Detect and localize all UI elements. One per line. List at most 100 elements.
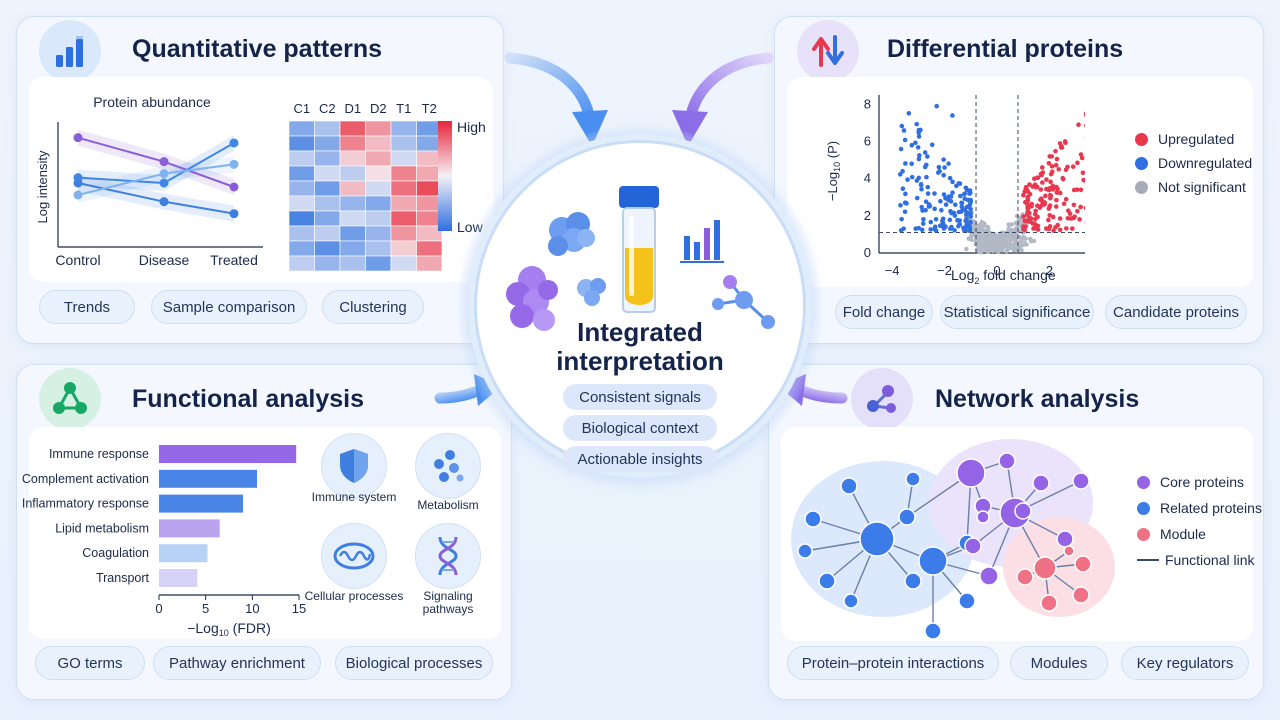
point-downregulated [952, 213, 958, 218]
series-band [78, 175, 234, 222]
point-downregulated [947, 217, 953, 223]
center-title: Integrated interpretation [474, 318, 806, 376]
tag-trends[interactable]: Trends [39, 290, 135, 324]
point-downregulated [928, 219, 934, 225]
related-protein-node [804, 510, 822, 528]
point-outlier [1083, 111, 1085, 116]
heatmap-cell [339, 210, 366, 227]
point-upregulated [1021, 214, 1026, 219]
heatmap-column-label: T2 [422, 101, 437, 116]
related-protein-node [904, 572, 922, 590]
tag-clustering[interactable]: Clustering [322, 290, 424, 324]
volcano-x-tick: −2 [937, 263, 952, 278]
point-downregulated [929, 142, 935, 148]
heatmap-cell [390, 255, 417, 272]
point-upregulated [1050, 214, 1056, 220]
point-upregulated [1067, 211, 1073, 217]
pill-consistent-signals[interactable]: Consistent signals [563, 384, 717, 410]
series-band [78, 129, 234, 195]
point-not-significant [1023, 236, 1029, 241]
x-label-disease: Disease [139, 252, 190, 268]
point-downregulated [968, 214, 974, 219]
tag-statistical-significance[interactable]: Statistical significance [940, 295, 1094, 329]
heatmap-cell [365, 225, 392, 242]
point-downregulated [919, 186, 924, 192]
cellular-processes-label: Cellular processes [304, 589, 404, 603]
tag-pathway-enrichment[interactable]: Pathway enrichment [153, 646, 321, 680]
heatmap-cell [314, 195, 341, 212]
center-title-line2: interpretation [556, 346, 724, 376]
enrichment-category-label: Complement activation [22, 472, 149, 486]
tag-candidate-proteins[interactable]: Candidate proteins [1105, 295, 1247, 329]
related-protein-node [924, 622, 942, 640]
tag-biological-processes[interactable]: Biological processes [335, 646, 493, 680]
point-downregulated [937, 168, 942, 174]
legend-core-proteins: Core proteins [1137, 474, 1244, 490]
series-point [229, 209, 239, 219]
signaling-pathways-label: Signaling pathways [422, 589, 474, 616]
point-upregulated [1027, 182, 1032, 187]
x-label-control: Control [55, 252, 100, 268]
heatmap-cell [365, 255, 392, 272]
up-down-arrows-icon [797, 20, 859, 82]
tag-key-regulators[interactable]: Key regulators [1121, 646, 1249, 680]
heatmap-column-label: C2 [319, 101, 336, 116]
volcano-x-tick: 0 [993, 263, 1000, 278]
point-upregulated [1033, 226, 1039, 231]
point-downregulated [898, 146, 904, 152]
point-upregulated [1053, 148, 1058, 154]
enrichment-bar [159, 494, 243, 513]
pill-biological-context[interactable]: Biological context [563, 415, 717, 441]
related-protein-node [905, 471, 921, 487]
line-chart-y-label: Log intensity [35, 150, 50, 223]
panel-title: Network analysis [935, 385, 1140, 413]
pill-actionable-insights[interactable]: Actionable insights [563, 446, 717, 472]
series-point [229, 159, 239, 169]
sample-tube-icon [619, 186, 659, 313]
point-upregulated [1075, 160, 1080, 166]
protein-network-graph [791, 439, 1115, 640]
heatmap-cell [365, 120, 392, 137]
point-upregulated [1037, 205, 1043, 210]
enrichment-bar [159, 445, 297, 463]
molecule-dots-icon [434, 450, 464, 482]
tag-fold-change[interactable]: Fold change [835, 295, 933, 329]
point-upregulated [1047, 224, 1053, 229]
tag-modules[interactable]: Modules [1010, 646, 1108, 680]
point-upregulated [1071, 202, 1077, 208]
tag-sample-comparison[interactable]: Sample comparison [151, 290, 307, 324]
tag-go-terms[interactable]: GO terms [35, 646, 145, 680]
point-upregulated [1057, 227, 1063, 233]
point-upregulated [1084, 123, 1085, 128]
tag-protein-protein-interactions[interactable]: Protein–protein interactions [787, 646, 999, 680]
panel-title: Quantitative patterns [132, 35, 383, 63]
point-upregulated [1076, 122, 1081, 127]
point-downregulated [914, 195, 920, 201]
heatmap-cell [288, 195, 315, 212]
heatmap-cell [339, 165, 366, 182]
point-outlier [1062, 139, 1068, 144]
heatmap-cell [365, 210, 392, 227]
volcano-x-tick: −4 [885, 263, 900, 278]
heatmap-cell [288, 255, 315, 272]
heatmap-cell [314, 255, 341, 272]
point-downregulated [966, 204, 972, 210]
point-upregulated [1075, 208, 1080, 214]
point-upregulated [1054, 184, 1059, 190]
point-not-significant [999, 245, 1004, 250]
point-downregulated [936, 164, 942, 170]
legend-downregulated: Downregulated [1135, 155, 1252, 171]
point-outlier [1078, 187, 1084, 193]
point-downregulated [932, 191, 937, 196]
point-not-significant [1021, 242, 1027, 247]
heatmap-cell [365, 195, 392, 212]
heatmap-cell [365, 150, 392, 167]
point-upregulated [1053, 225, 1058, 230]
enrichment-category-label: Lipid metabolism [55, 521, 149, 535]
point-downregulated [946, 197, 951, 203]
heatmap-column-label: D1 [344, 101, 361, 116]
panel-title: Functional analysis [132, 385, 365, 413]
point-not-significant [1019, 247, 1024, 253]
point-downregulated [916, 156, 922, 162]
point-not-significant [979, 247, 985, 253]
